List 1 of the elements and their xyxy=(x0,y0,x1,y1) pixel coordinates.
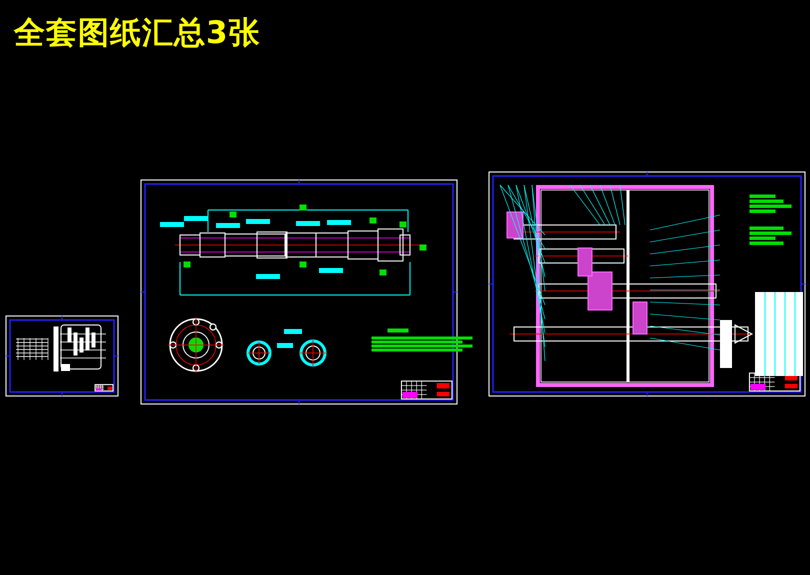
title: 全套图纸汇总3张 xyxy=(14,14,261,53)
